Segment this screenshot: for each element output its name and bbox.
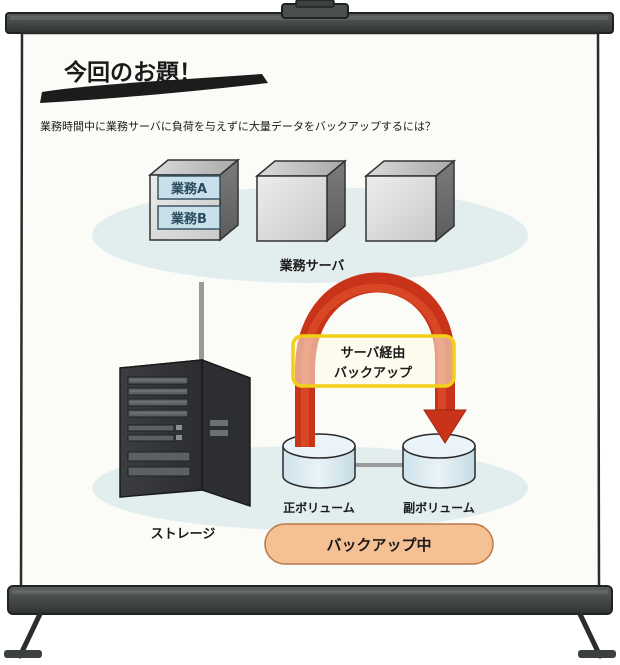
- connection-line: [199, 282, 204, 372]
- task-badge-a: [157, 175, 221, 200]
- task-label-a: 業務A: [170, 181, 207, 197]
- secondary-volume-label: 副ボリューム: [403, 500, 475, 515]
- backup-status-pill: [264, 523, 494, 565]
- task-badge-b: [157, 205, 221, 230]
- path-callout-line1: サーバ経由: [341, 345, 406, 361]
- primary-volume-label: 正ボリューム: [283, 500, 355, 515]
- secondary-volume-cylinder: [402, 433, 476, 489]
- question-text: 業務時間中に業務サーバに負荷を与えずに大量データをバックアップするには？: [40, 119, 436, 133]
- screen-top-bar: [5, 0, 614, 34]
- task-label-b: 業務B: [170, 211, 207, 227]
- server-group-label: 業務サーバ: [279, 258, 345, 274]
- path-callout-box: [291, 334, 456, 388]
- server-cube-1: 業務A 業務B: [147, 158, 241, 242]
- title-brush: [40, 74, 268, 103]
- server-cube-2: [254, 159, 348, 243]
- storage-label: ストレージ: [151, 527, 216, 542]
- screen-bottom-casing: [4, 585, 616, 659]
- volume-link: [354, 463, 406, 467]
- slide-heading: 今回のお題！: [64, 59, 202, 86]
- backup-status-label: バックアップ中: [326, 536, 431, 554]
- path-callout-line2: バックアップ: [334, 366, 413, 381]
- primary-volume-cylinder: [282, 433, 356, 489]
- server-cube-3: [363, 159, 457, 243]
- storage-rack: [119, 358, 251, 508]
